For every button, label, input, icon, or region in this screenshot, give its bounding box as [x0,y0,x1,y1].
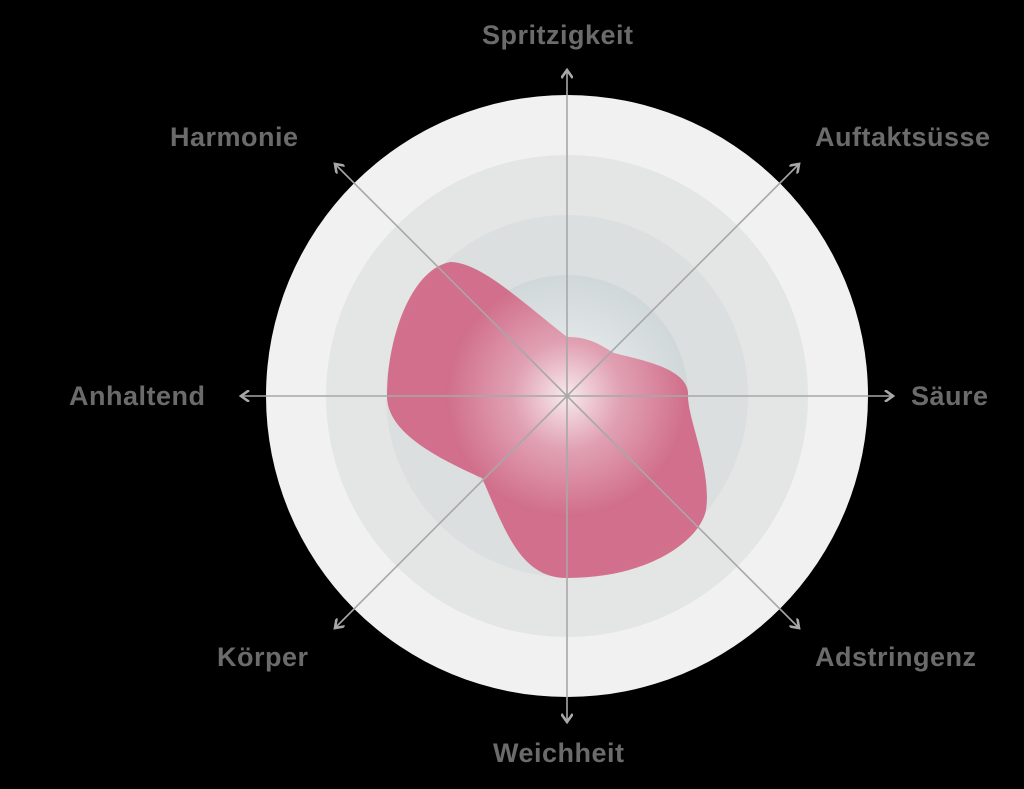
label-adstringenz: Adstringenz [815,642,977,672]
axis-koerper [335,395,568,628]
axis-adstringenz [566,395,799,628]
label-saeure: Säure [911,381,989,411]
label-harmonie: Harmonie [170,122,299,152]
label-auftaktsuesse: Auftaktsüsse [815,122,991,152]
axis-harmonie [335,164,568,397]
axes [241,70,893,722]
label-weichheit: Weichheit [493,738,625,768]
label-spritzigkeit: Spritzigkeit [482,20,634,50]
label-koerper: Körper [217,642,309,672]
label-anhaltend: Anhaltend [69,381,206,411]
axis-auftaktsuesse [566,164,799,397]
